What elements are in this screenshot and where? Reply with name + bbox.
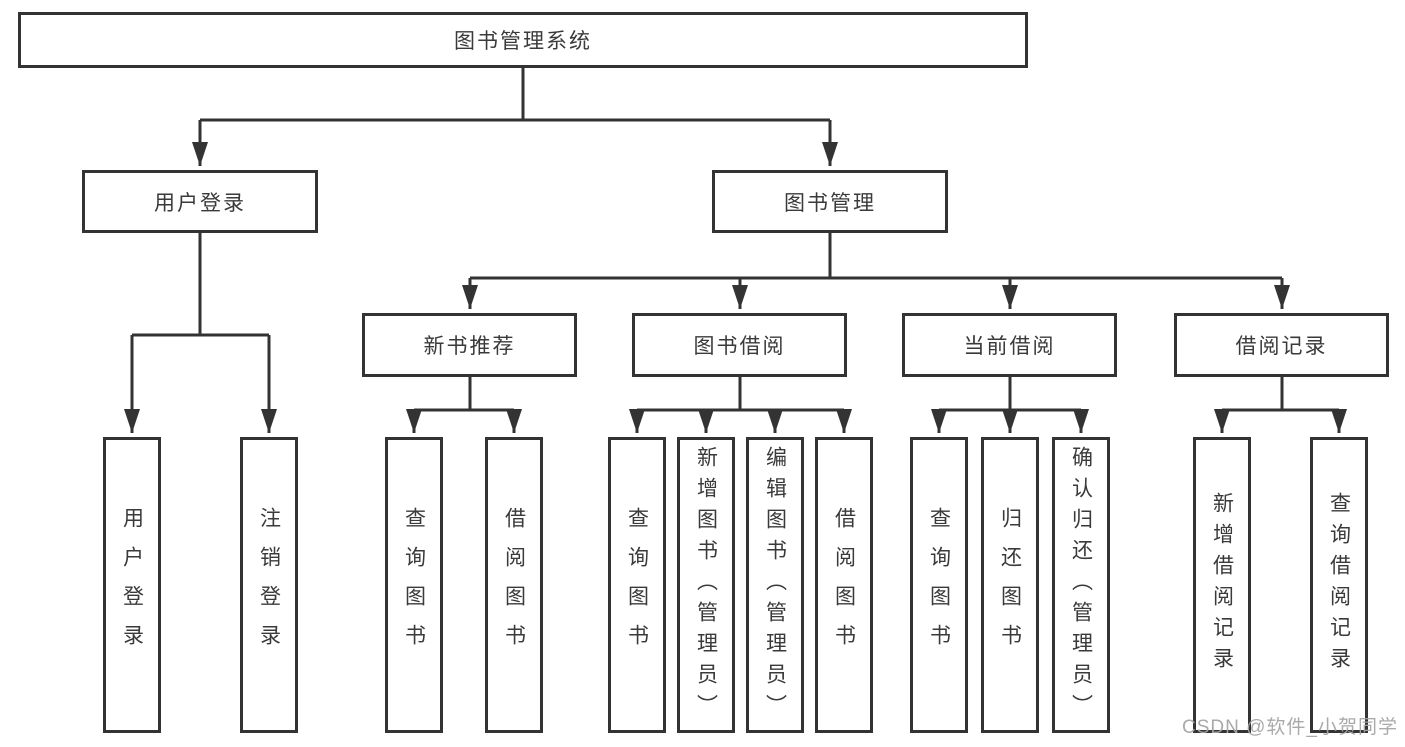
leaf-label: 用户登录 [120,507,144,663]
node-new-book-recommendation: 新书推荐 [362,313,577,377]
leaf-query-books-current: 查询图书 [910,437,968,733]
csdn-watermark: CSDN @软件_小贺同学 [1182,717,1398,738]
leaf-label: 查询图书 [625,507,649,663]
leaf-label: 新增借阅记录 [1210,492,1234,678]
node-label: 新书推荐 [423,335,516,358]
node-label: 图书借阅 [693,335,786,358]
leaf-label: 注销登录 [257,507,281,663]
leaf-label: 查询图书 [402,507,426,663]
leaf-edit-book-admin: 编辑图书（管理员） [746,437,804,733]
node-library-management-system: 图书管理系统 [18,12,1028,68]
node-book-management: 图书管理 [712,170,948,233]
leaf-add-book-admin: 新增图书（管理员） [677,437,735,733]
leaf-add-borrow-record: 新增借阅记录 [1193,437,1251,733]
leaf-label: 查询借阅记录 [1327,492,1351,678]
node-book-borrowing: 图书借阅 [632,313,847,377]
node-user-login: 用户登录 [82,170,318,233]
leaf-borrow-books-recommend: 借阅图书 [485,437,543,733]
leaf-query-books-borrowing: 查询图书 [608,437,666,733]
leaf-label: 借阅图书 [502,507,526,663]
leaf-label: 借阅图书 [832,507,856,663]
leaf-logout: 注销登录 [240,437,298,733]
leaf-label: 编辑图书（管理员） [763,445,787,725]
leaf-label: 归还图书 [998,507,1022,663]
leaf-query-borrow-record: 查询借阅记录 [1310,437,1368,733]
leaf-query-books-recommend: 查询图书 [385,437,443,733]
leaf-label: 新增图书（管理员） [694,445,718,725]
leaf-label: 查询图书 [927,507,951,663]
leaf-label: 确认归还（管理员） [1069,445,1093,725]
leaf-user-login: 用户登录 [103,437,161,733]
leaf-confirm-return-admin: 确认归还（管理员） [1052,437,1110,733]
node-label: 图书管理系统 [454,30,592,53]
node-borrowing-records: 借阅记录 [1174,313,1389,377]
node-current-borrowing: 当前借阅 [902,313,1117,377]
leaf-return-books: 归还图书 [981,437,1039,733]
node-label: 图书管理 [784,191,876,215]
node-label: 借阅记录 [1235,335,1328,358]
node-label: 用户登录 [154,191,246,215]
leaf-borrow-books-borrowing: 借阅图书 [815,437,873,733]
node-label: 当前借阅 [963,335,1056,358]
